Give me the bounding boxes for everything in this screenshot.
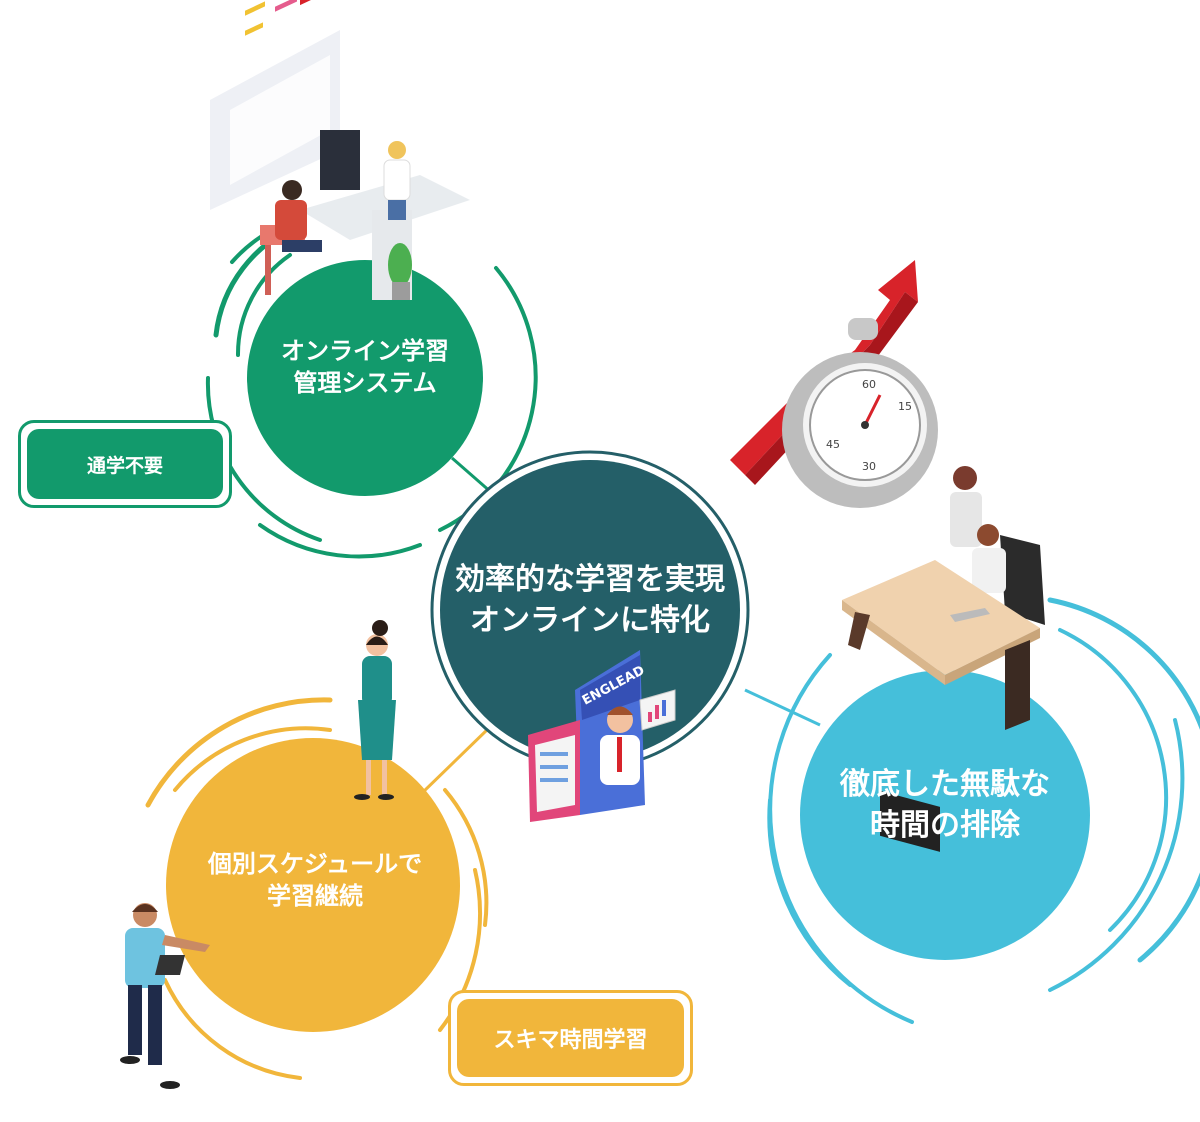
center-circle-label: 効率的な学習を実現 オンラインに特化 [440, 560, 740, 641]
woman-with-phone-illustration [354, 620, 396, 800]
blue-circle-label: 徹底した無駄な 時間の排除 [820, 765, 1070, 846]
stopwatch-number-15: 15 [898, 400, 912, 413]
green-circle-line2: 管理システム [293, 369, 437, 398]
stopwatch-with-arrow-icon: 60 15 45 30 [730, 260, 938, 508]
center-circle [440, 460, 740, 760]
blue-circle-line1: 徹底した無駄な [840, 767, 1050, 802]
yellow-circle-line1: 個別スケジュールで [207, 850, 423, 878]
green-ring-group [205, 222, 538, 559]
green-circle-line1: オンライン学習 [281, 337, 449, 365]
stopwatch-number-60: 60 [862, 378, 876, 391]
blue-circle-line2: 時間の排除 [870, 807, 1020, 843]
team-at-desk-illustration [210, 0, 470, 300]
blue-ring-group [767, 597, 1200, 1024]
green-circle [247, 260, 483, 496]
connector-yellow [418, 725, 492, 797]
yellow-ring-group [145, 697, 489, 1080]
commute-badge: 通学不要 [18, 420, 232, 508]
center-line1: 効率的な学習を実現 [455, 562, 725, 597]
office-workers-illustration [842, 466, 1045, 852]
yellow-circle [166, 738, 460, 1032]
connector-blue [744, 688, 821, 727]
yellow-circle-label: 個別スケジュールで 学習継続 [170, 848, 460, 913]
smartphone-teacher-illustration: ENGLEAD [528, 650, 676, 822]
blue-circle [800, 670, 1090, 960]
stopwatch-number-30: 30 [862, 460, 876, 473]
man-with-tablet-illustration [120, 903, 210, 1089]
spare-time-badge: スキマ時間学習 [448, 990, 693, 1086]
center-line2: オンラインに特化 [470, 602, 710, 638]
green-circle-label: オンライン学習 管理システム [245, 335, 485, 400]
spare-time-badge-label: スキマ時間学習 [493, 1028, 648, 1053]
commute-badge-label: 通学不要 [86, 454, 163, 477]
yellow-circle-line2: 学習継続 [267, 882, 363, 911]
stopwatch-number-45: 45 [826, 438, 840, 451]
